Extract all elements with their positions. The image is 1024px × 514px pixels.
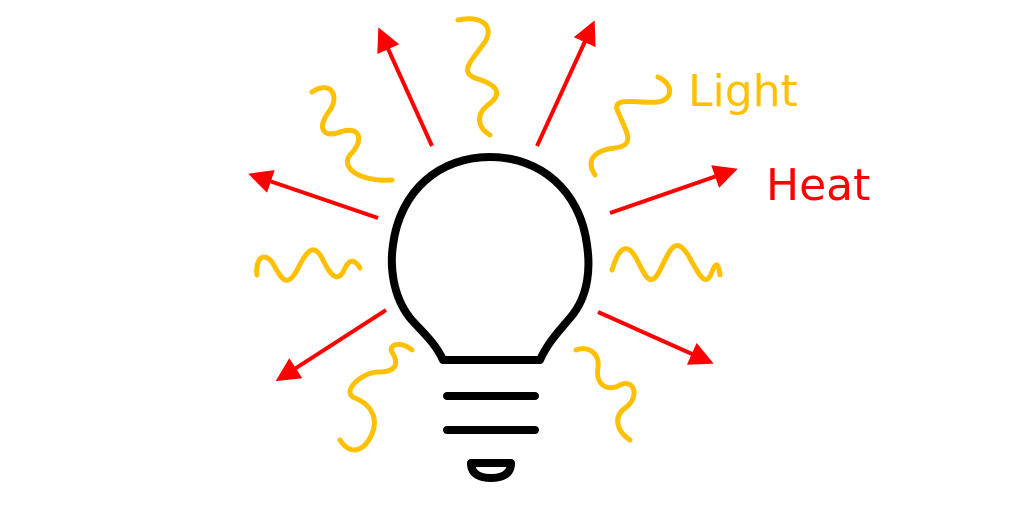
heat-arrow bbox=[597, 310, 714, 365]
light-wave bbox=[588, 74, 673, 178]
lightbulb-icon bbox=[387, 153, 593, 482]
heat-arrow bbox=[535, 20, 596, 147]
heat-arrows bbox=[248, 20, 738, 382]
light-wave bbox=[573, 346, 637, 443]
light-wave bbox=[254, 247, 363, 283]
light-wave bbox=[455, 16, 500, 138]
heat-arrow bbox=[377, 27, 434, 147]
light-wave bbox=[309, 85, 395, 183]
heat-arrow bbox=[248, 170, 379, 220]
heat-arrow bbox=[275, 308, 388, 382]
bulb-glass bbox=[387, 153, 593, 364]
light-wave bbox=[609, 243, 723, 282]
heat-arrow bbox=[609, 165, 738, 215]
light-label: Light bbox=[688, 66, 798, 117]
light-wave bbox=[337, 341, 415, 453]
light-waves bbox=[254, 16, 723, 453]
heat-label: Heat bbox=[766, 160, 871, 211]
bulb-cap bbox=[467, 459, 515, 482]
